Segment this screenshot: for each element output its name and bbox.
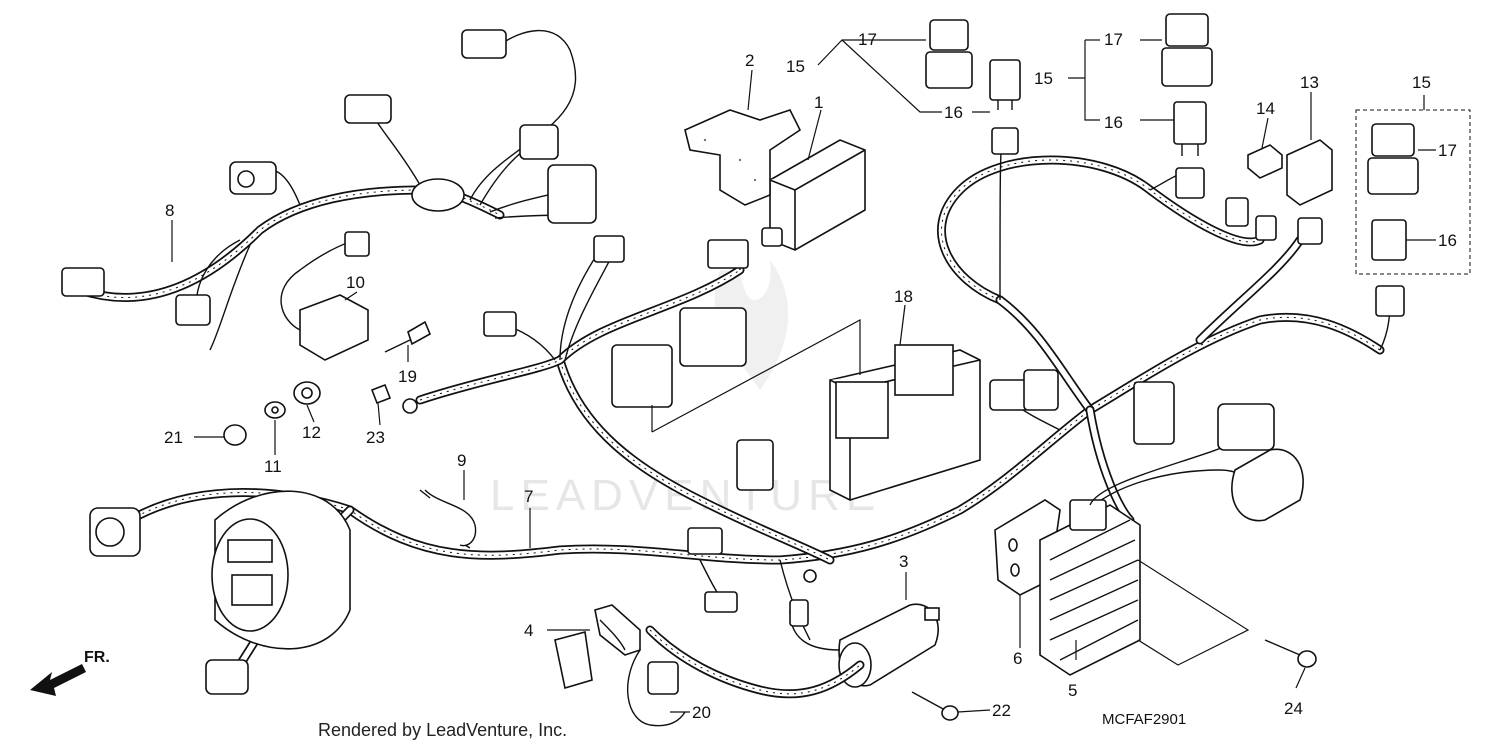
- callout-22[interactable]: 22: [992, 701, 1011, 720]
- callout-23[interactable]: 23: [366, 428, 385, 447]
- part-20-sensor[interactable]: [627, 649, 686, 727]
- connector: [1225, 197, 1249, 227]
- watermark-flame-icon: [714, 260, 789, 390]
- connector: [687, 527, 723, 555]
- group-box-15: [1355, 109, 1471, 275]
- connector: [1133, 381, 1175, 445]
- callout-16c[interactable]: 16: [1438, 231, 1457, 250]
- callout-5[interactable]: 5: [1068, 681, 1077, 700]
- connector: [1297, 217, 1323, 245]
- connector: [344, 94, 392, 124]
- part-5-regulator-rectifier[interactable]: [1039, 403, 1304, 676]
- connector: [61, 267, 105, 297]
- connector: [991, 127, 1019, 155]
- part-10-module[interactable]: [280, 231, 370, 361]
- connector: [707, 239, 749, 269]
- diagram-code: MCFAF2901: [1102, 711, 1186, 728]
- connector: [704, 591, 738, 613]
- callout-3[interactable]: 3: [899, 552, 908, 571]
- part-16-relay-b[interactable]: [1173, 101, 1207, 156]
- part-17-relay-c[interactable]: [1367, 123, 1419, 195]
- callout-4[interactable]: 4: [524, 621, 533, 640]
- upper-harness-8[interactable]: [61, 29, 597, 351]
- connector: [519, 124, 559, 160]
- callout-9[interactable]: 9: [457, 451, 466, 470]
- harness-boot: [411, 178, 465, 212]
- part-9-clamp[interactable]: [419, 489, 477, 549]
- part-16-relay-a[interactable]: [989, 59, 1021, 110]
- connector: [679, 307, 747, 367]
- connector: [1023, 369, 1059, 411]
- front-label: FR.: [84, 649, 110, 666]
- part-19-bolt[interactable]: [384, 320, 432, 353]
- callout-20[interactable]: 20: [692, 703, 711, 722]
- connector: [593, 235, 625, 263]
- callout-7[interactable]: 7: [524, 487, 533, 506]
- part-17-relay-b[interactable]: [1161, 13, 1213, 87]
- callouts: 1 2 3 4 5 6 7 8 9 10 11 12 13 14 15 15 1…: [164, 30, 1457, 722]
- callout-6[interactable]: 6: [1013, 649, 1022, 668]
- callout-19[interactable]: 19: [398, 367, 417, 386]
- callout-1[interactable]: 1: [814, 93, 823, 112]
- callout-2[interactable]: 2: [745, 51, 754, 70]
- callout-17b[interactable]: 17: [1104, 30, 1123, 49]
- callout-8[interactable]: 8: [165, 201, 174, 220]
- connector: [611, 344, 673, 408]
- headlight-connector-cluster: [89, 490, 351, 695]
- callout-21[interactable]: 21: [164, 428, 183, 447]
- connector: [461, 29, 507, 59]
- connector: [175, 294, 211, 326]
- callout-15c[interactable]: 15: [1412, 73, 1431, 92]
- callout-16b[interactable]: 16: [1104, 113, 1123, 132]
- callout-18[interactable]: 18: [894, 287, 913, 306]
- connector: [989, 379, 1029, 411]
- callout-13[interactable]: 13: [1300, 73, 1319, 92]
- connector: [1255, 215, 1277, 241]
- ground-terminal: [803, 569, 817, 583]
- part-24-bolt[interactable]: [1264, 639, 1317, 668]
- callout-10[interactable]: 10: [346, 273, 365, 292]
- callout-15a[interactable]: 15: [786, 57, 805, 76]
- part-18-fuse-box[interactable]: [829, 344, 981, 501]
- part-21-rubber[interactable]: [223, 424, 247, 446]
- part-22-bolt[interactable]: [911, 691, 959, 721]
- connector: [1375, 285, 1405, 317]
- footer-credit: Rendered by LeadVenture, Inc.: [318, 720, 567, 740]
- part-14-connector[interactable]: [1247, 144, 1283, 179]
- callout-24[interactable]: 24: [1284, 699, 1303, 718]
- callout-16a[interactable]: 16: [944, 103, 963, 122]
- part-3-ignition-coil[interactable]: [645, 599, 940, 699]
- arrow-left-icon: [30, 664, 86, 696]
- callout-17c[interactable]: 17: [1438, 141, 1457, 160]
- leader-lines: [171, 39, 1436, 713]
- ground-terminal: [402, 398, 418, 414]
- callout-14[interactable]: 14: [1256, 99, 1275, 118]
- callout-17a[interactable]: 17: [858, 30, 877, 49]
- callout-12[interactable]: 12: [302, 423, 321, 442]
- watermark: LEADVENTURE: [490, 260, 875, 520]
- part-17-relay-a[interactable]: [925, 19, 973, 89]
- part-12-grommet[interactable]: [293, 381, 321, 405]
- part-23-bolt[interactable]: [370, 383, 392, 405]
- part-11-collar[interactable]: [264, 401, 286, 419]
- part-16-relay-c[interactable]: [1371, 219, 1407, 261]
- connector: [547, 164, 597, 224]
- part-13-relay[interactable]: [1286, 139, 1333, 206]
- connector: [736, 439, 774, 491]
- connector-socket: [237, 170, 255, 188]
- part-2-bracket[interactable]: [684, 109, 802, 206]
- part-1-control-unit[interactable]: [761, 139, 866, 251]
- part-4-spark-plug-cap[interactable]: [554, 604, 641, 690]
- callout-11[interactable]: 11: [264, 457, 282, 476]
- connector: [1175, 167, 1205, 199]
- callout-15b[interactable]: 15: [1034, 69, 1053, 88]
- connector: [483, 311, 517, 337]
- front-direction-arrow: FR.: [30, 649, 110, 696]
